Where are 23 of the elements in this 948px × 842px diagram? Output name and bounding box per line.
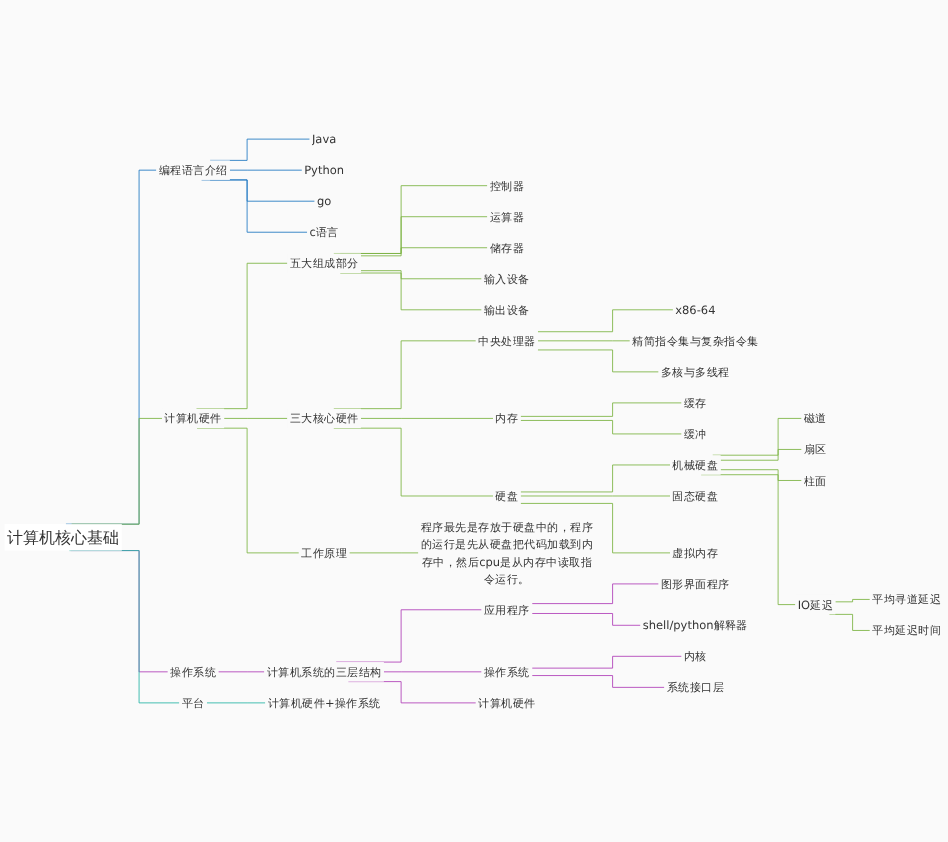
connector [720,449,802,461]
connector [720,469,802,481]
connector [537,309,674,333]
connector [531,583,659,605]
connector [834,599,871,603]
connector [537,340,631,342]
connector [383,671,482,673]
connector [520,503,671,554]
connector [537,349,659,373]
connector [520,420,682,435]
connector [360,247,488,257]
connector [360,270,482,280]
connector [201,179,308,233]
connector [531,613,641,626]
connector [348,552,419,554]
connector [520,464,671,493]
connector [531,655,682,669]
connector [335,609,482,663]
connector [520,402,682,417]
connector [217,671,265,673]
connector [223,418,288,419]
connector [531,675,665,688]
connector [360,418,494,419]
